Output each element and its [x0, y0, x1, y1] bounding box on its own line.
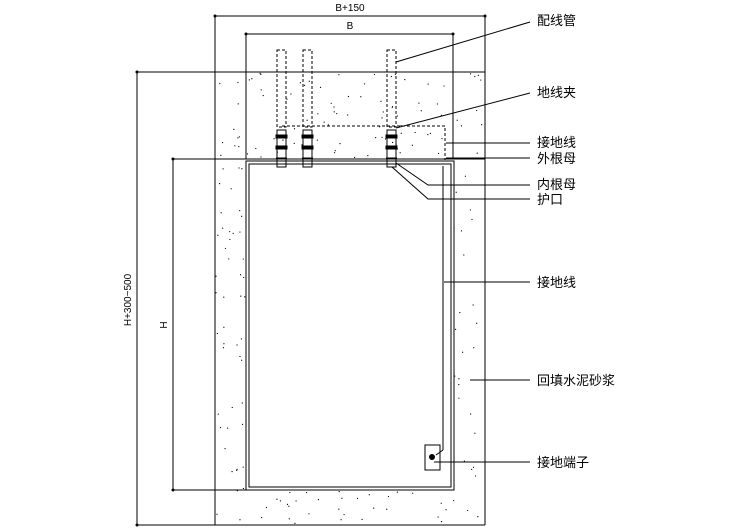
- lock-nuts: [275, 129, 398, 168]
- label-ground-wire-2: 接地线: [537, 275, 576, 291]
- label-ground-wire-1: 接地线: [537, 135, 576, 151]
- label-ground-terminal: 接地端子: [537, 455, 589, 471]
- mortar-fill: [215, 72, 483, 524]
- junction-box: [245, 160, 455, 491]
- dim-inner-width-label: B: [347, 21, 354, 32]
- dim-total-height-label: H+300~500: [123, 273, 134, 326]
- dim-box-height-label: H: [159, 321, 170, 328]
- dim-outer-width-label: B+150: [335, 3, 365, 14]
- ground-terminal: [424, 444, 441, 471]
- label-outer-nut: 外根母: [537, 152, 576, 167]
- label-inner-nut: 内根母: [537, 177, 576, 193]
- label-ground-clamp: 地线夹: [537, 86, 576, 101]
- label-backfill-mortar: 回填水泥砂浆: [537, 374, 615, 389]
- label-conduit: 配线管: [537, 14, 576, 29]
- label-bushing: 护口: [537, 193, 563, 208]
